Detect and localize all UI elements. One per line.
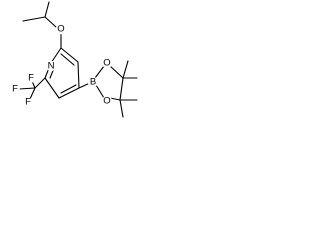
atom-f-lower: F <box>23 97 33 108</box>
bond-c3-c2 <box>60 47 79 63</box>
bond-b-o-lower <box>95 84 105 99</box>
atom-n-ring-label: N <box>48 61 55 72</box>
bond-b-o-upper <box>94 65 105 79</box>
bond-c2-n1 <box>50 47 62 64</box>
atom-o-boronate-upper: O <box>101 58 113 69</box>
bond-o-lower-c <box>109 97 121 101</box>
atom-n-ring: N <box>45 61 57 72</box>
atom-b-boron: B <box>87 77 99 88</box>
bond-c6-cf3 <box>34 77 46 89</box>
atom-labels: O N B O O F F F <box>10 24 113 108</box>
atom-f-left: F <box>10 84 20 95</box>
bond-ch-ch3-left <box>22 16 46 22</box>
atom-b-boron-label: B <box>90 77 96 88</box>
bond-c5-c4 <box>58 87 80 99</box>
bond-upper-c-me1 <box>122 60 129 79</box>
bonds <box>18 1 138 118</box>
atom-f-upper: F <box>26 73 36 84</box>
bond-o-upper-c <box>109 65 124 79</box>
bond-cf3-f-lower <box>29 87 36 100</box>
atom-o-ether-label: O <box>57 24 64 35</box>
bond-c6-c5 <box>44 77 60 99</box>
bond-c3-c2-double <box>60 53 75 66</box>
bond-c5-c4-double <box>60 84 77 94</box>
bond-o-ch <box>44 16 57 28</box>
bond-lower-c-me2 <box>119 99 124 118</box>
bond-pinacol-c-c <box>119 77 124 101</box>
atom-o-boronate-upper-label: O <box>103 58 110 69</box>
bond-ch-ch3-right <box>44 1 50 18</box>
atom-f-left-label: F <box>12 84 18 95</box>
atom-o-boronate-lower-label: O <box>103 96 110 107</box>
bond-c4-c3 <box>77 61 80 89</box>
chemical-structure-diagram: O N B O O F F F <box>10 1 138 118</box>
atom-f-upper-label: F <box>28 73 34 84</box>
atom-o-ether: O <box>55 24 67 35</box>
bond-cf3-f-left <box>18 87 36 90</box>
atom-f-lower-label: F <box>25 97 31 108</box>
atom-o-boronate-lower: O <box>101 96 113 107</box>
